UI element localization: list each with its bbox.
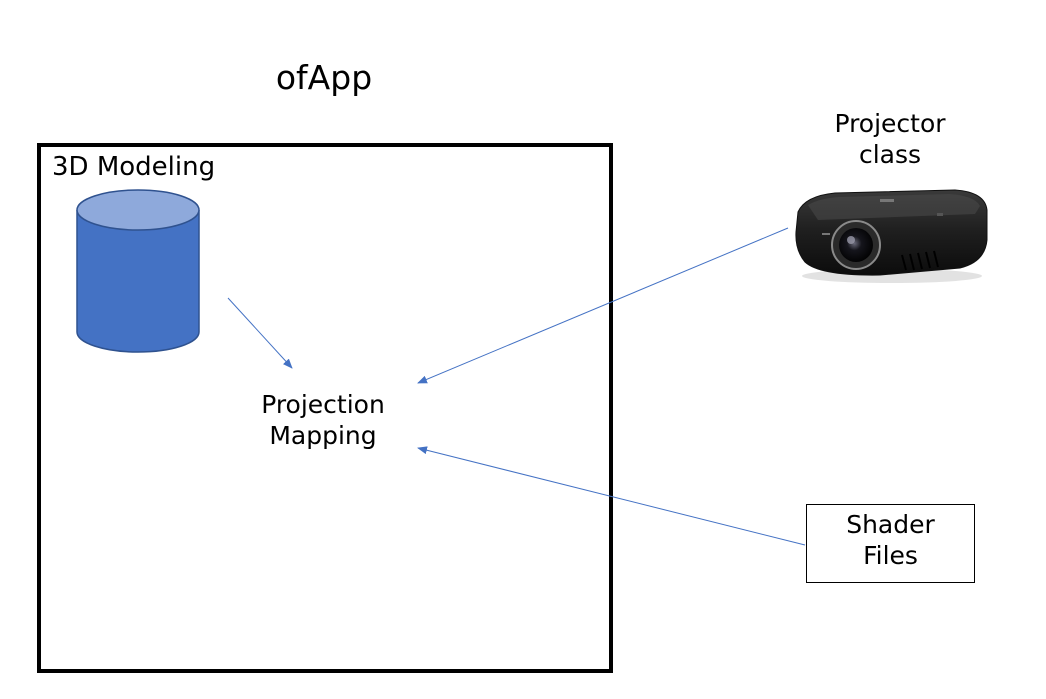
diagram-title: ofApp	[275, 58, 373, 97]
projector-icon	[795, 189, 988, 283]
shader-files-box	[806, 504, 975, 583]
3d-modeling-label: 3D Modeling	[52, 152, 216, 182]
arrow-modeling-to-mapping	[227, 297, 293, 369]
projector-class-label: Projector class	[806, 109, 974, 170]
projection-mapping-label: Projection Mapping	[222, 390, 424, 451]
shader-files-label: Shader Files	[806, 510, 975, 571]
shader-files-line2: Files	[863, 540, 918, 570]
arrow-shader-to-mapping	[417, 446, 806, 546]
projector-class-line2: class	[858, 139, 922, 169]
ofapp-container-box	[37, 143, 613, 673]
shader-files-line1: Shader	[846, 510, 935, 539]
projection-mapping-line2: Mapping	[269, 420, 377, 450]
projection-mapping-line1: Projection	[261, 390, 385, 419]
database-cylinder-icon	[76, 189, 200, 353]
arrow-projector-to-mapping	[417, 227, 789, 384]
projector-class-line1: Projector	[834, 109, 946, 138]
